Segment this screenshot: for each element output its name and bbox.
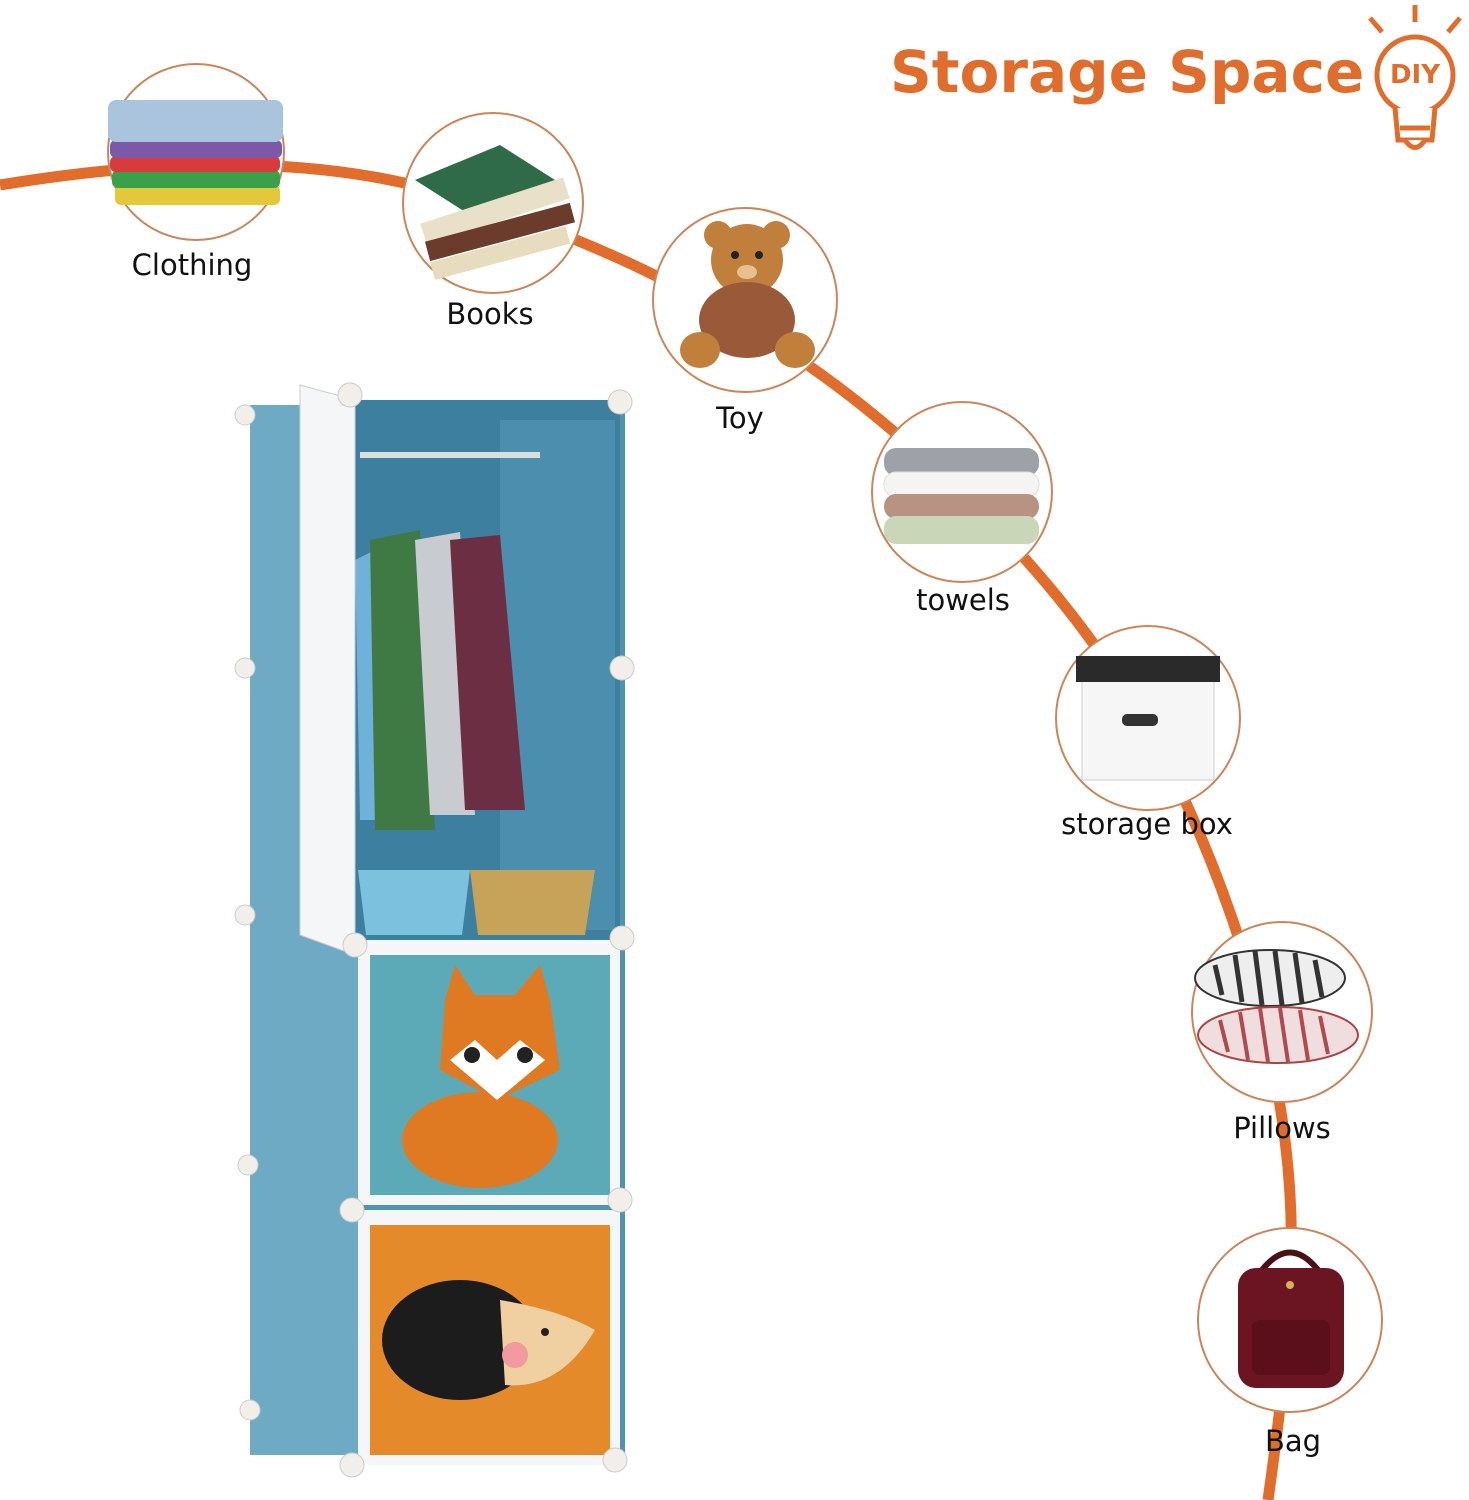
label-clothing: Clothing (131, 248, 253, 282)
diy-badge-text: DIY (1389, 60, 1441, 90)
folded-clothes-icon (108, 100, 283, 205)
pillows-icon (1194, 949, 1359, 1064)
label-bag: Bag (1264, 1424, 1322, 1458)
label-books: Books (446, 297, 534, 331)
label-towels: towels (916, 583, 1010, 617)
label-storage-box: storage box (1061, 807, 1233, 841)
backpack-icon (1238, 1249, 1344, 1388)
diy-bulb-icon (1368, 5, 1462, 150)
books-icon (415, 145, 576, 280)
towels-icon (883, 448, 1040, 544)
label-pillows: Pillows (1233, 1111, 1331, 1145)
teddy-bear-icon (680, 221, 815, 368)
label-toy: Toy (716, 401, 764, 435)
wardrobe-cabinet (234, 382, 635, 1478)
page-title: Storage Space (890, 38, 1365, 106)
storage-box-icon (1076, 656, 1220, 781)
